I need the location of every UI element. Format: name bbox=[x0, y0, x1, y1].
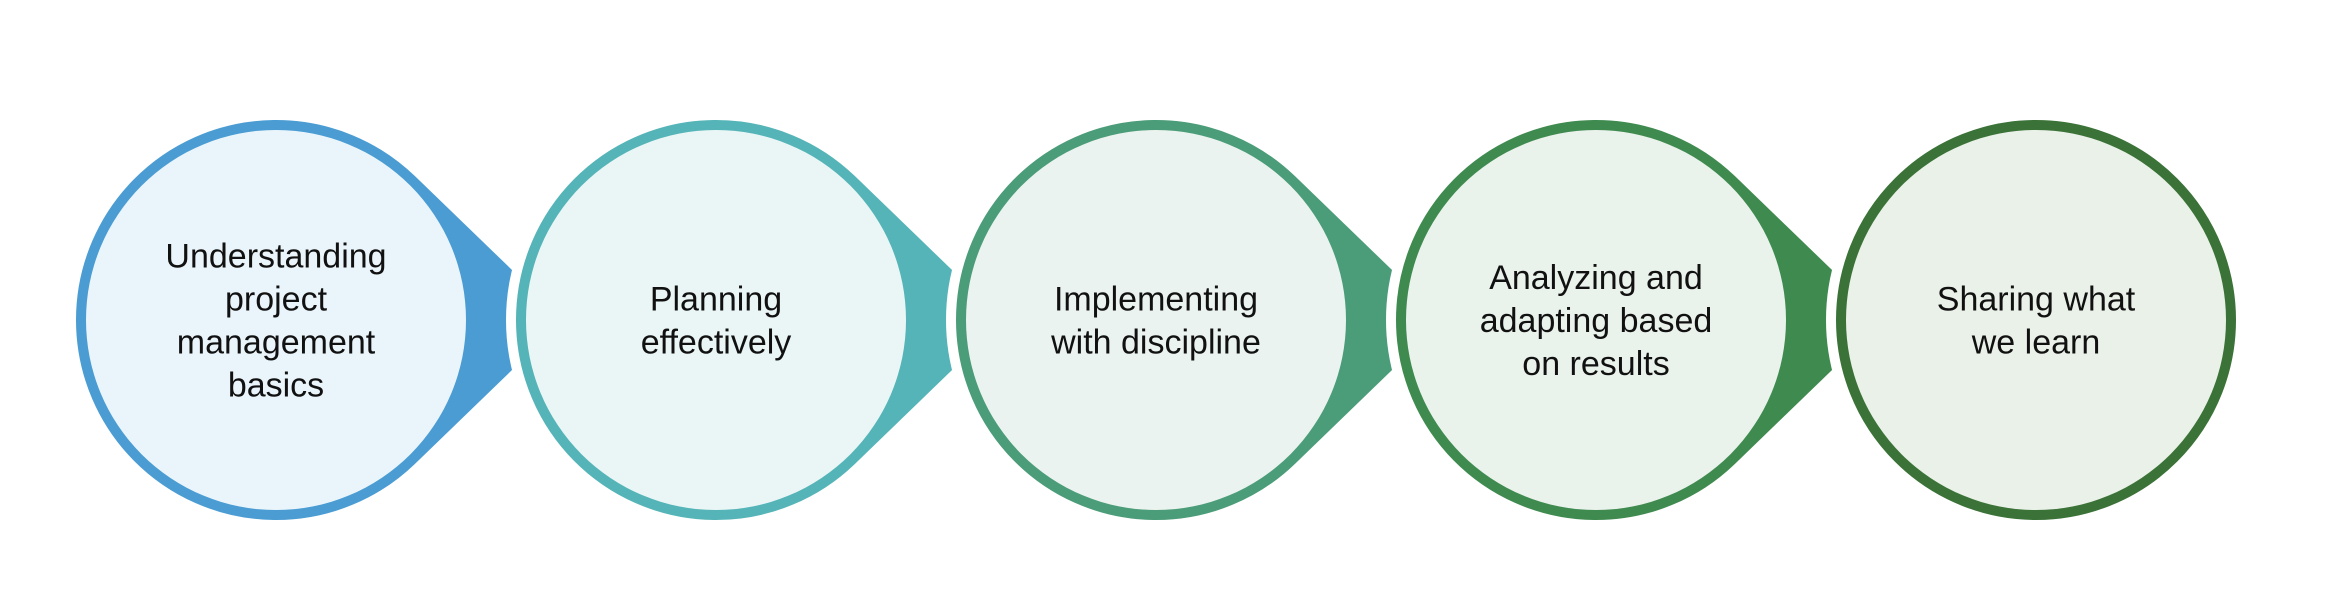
step-1-label-line: Understanding bbox=[165, 238, 386, 276]
step-2-label-line: effectively bbox=[641, 324, 792, 362]
step-2-label-line: Planning bbox=[650, 281, 782, 319]
step-4-label-line: on results bbox=[1522, 345, 1669, 383]
step-labels: Understanding project management basics Plan… bbox=[165, 238, 2135, 405]
step-5-label: Sharing what we learn bbox=[1937, 281, 2136, 362]
step-5-label-line: we learn bbox=[1971, 324, 2101, 362]
step-3-label-line: with discipline bbox=[1050, 324, 1261, 362]
step-1-label-line: management bbox=[177, 324, 376, 362]
step-2-inner-circle bbox=[526, 130, 906, 510]
step-3-label-line: Implementing bbox=[1054, 281, 1258, 319]
step-4-label: Analyzing and adapting based on results bbox=[1480, 259, 1713, 383]
step-1-label-line: basics bbox=[228, 367, 324, 405]
step-1-label-line: project bbox=[225, 281, 328, 319]
step-1-inner-circle bbox=[86, 130, 466, 510]
step-5-inner-circle bbox=[1846, 130, 2226, 510]
step-2-label: Planning effectively bbox=[641, 281, 792, 362]
step-3-label: Implementing with discipline bbox=[1050, 281, 1261, 362]
step-1-label: Understanding project management basics bbox=[165, 238, 386, 405]
step-4-inner-circle bbox=[1406, 130, 1786, 510]
step-inner-circles bbox=[86, 130, 2226, 510]
step-4-label-line: adapting based bbox=[1480, 302, 1713, 340]
step-3-inner-circle bbox=[966, 130, 1346, 510]
step-5-label-line: Sharing what bbox=[1937, 281, 2136, 319]
step-4-label-line: Analyzing and bbox=[1489, 259, 1703, 297]
